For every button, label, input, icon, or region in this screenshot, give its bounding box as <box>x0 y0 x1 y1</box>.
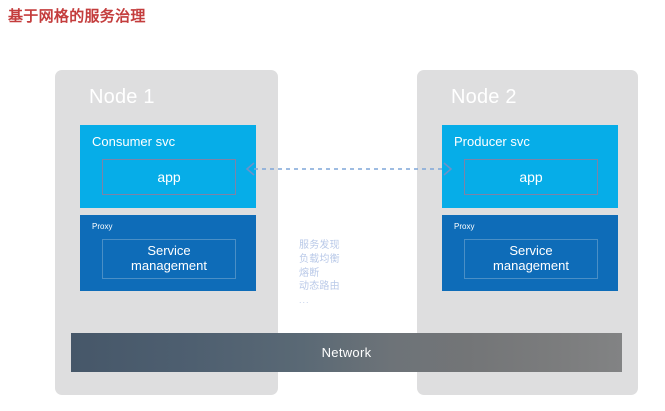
app-label: app <box>519 169 543 185</box>
proxy-box: Proxy Service management <box>442 215 618 291</box>
app-box: app <box>102 159 236 195</box>
page-title: 基于网格的服务治理 <box>8 8 146 25</box>
feature-item: 动态路由 <box>299 281 340 293</box>
app-box: app <box>464 159 598 195</box>
feature-item: 熔断 <box>299 267 320 279</box>
service-label: Consumer svc <box>92 134 176 149</box>
service-label: Producer svc <box>454 134 530 149</box>
service-management-line-1: Service <box>147 243 191 259</box>
bidirectional-dashed-arrow-icon <box>245 162 453 176</box>
network-label: Network <box>321 345 372 360</box>
feature-item: 服务发现 <box>299 240 340 251</box>
consumer-service-box: Consumer svc app <box>80 125 256 208</box>
feature-item-ellipsis: ... <box>299 295 310 306</box>
governance-feature-list: 服务发现 负载均衡 熔断 动态路由 ... <box>299 239 379 307</box>
app-label: app <box>157 169 181 185</box>
network-bar: Network <box>71 333 622 372</box>
proxy-label: Proxy <box>92 222 113 231</box>
producer-service-box: Producer svc app <box>442 125 618 208</box>
proxy-box: Proxy Service management <box>80 215 256 291</box>
node-title: Node 1 <box>89 86 155 108</box>
service-management-line-2: management <box>493 258 569 273</box>
service-management-box: Service management <box>102 239 236 279</box>
proxy-label: Proxy <box>454 222 475 231</box>
feature-item: 负载均衡 <box>299 253 340 265</box>
service-management-line-2: management <box>131 258 207 273</box>
service-management-box: Service management <box>464 239 598 279</box>
node-title: Node 2 <box>451 86 517 108</box>
service-management-line-1: Service <box>509 243 553 259</box>
